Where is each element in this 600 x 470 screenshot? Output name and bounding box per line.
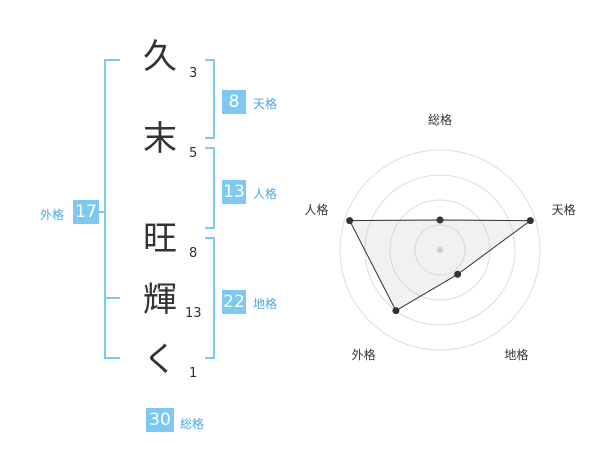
chikaku-value: 22 <box>222 290 246 314</box>
radar-axis-label: 外格 <box>352 347 376 362</box>
radar-ring-1 <box>414 224 466 276</box>
soukaku-label: 総格 <box>180 417 205 431</box>
radar-ring-4 <box>339 149 541 351</box>
stroke-count-2: 5 <box>189 146 198 161</box>
stroke-count-4: 13 <box>185 306 202 321</box>
radar-center <box>437 247 443 253</box>
radar-point-3 <box>392 307 400 315</box>
tenkaku-value: 8 <box>222 90 246 114</box>
stroke-count-1: 3 <box>189 66 198 81</box>
radar-point-0 <box>436 216 444 224</box>
stroke-count-5: 1 <box>189 366 198 381</box>
radar-axis-label: 総格 <box>428 112 452 127</box>
name-char-3: 旺 <box>143 219 177 259</box>
tenkaku-label: 天格 <box>253 97 278 111</box>
stroke-count-3: 8 <box>189 246 198 261</box>
name-char-1: 久 <box>143 37 177 77</box>
chikaku-label: 地格 <box>253 297 278 311</box>
tenkaku-bracket <box>205 59 215 139</box>
jinkaku-value: 13 <box>222 180 246 204</box>
radar-axis-label: 人格 <box>304 202 328 217</box>
radar-point-4 <box>346 217 354 225</box>
gaikaku-bracket <box>104 59 120 359</box>
name-char-5: く <box>143 340 177 380</box>
radar-axis-label: 天格 <box>552 202 576 217</box>
soukaku-value: 30 <box>146 408 174 432</box>
radar-point-1 <box>526 217 534 225</box>
gaikaku-label: 外格 <box>40 208 65 222</box>
chikaku-bracket <box>205 237 215 359</box>
radar-axis-label: 地格 <box>504 347 528 362</box>
gaikaku-value: 17 <box>73 200 99 224</box>
radar-point-2 <box>454 270 462 278</box>
jinkaku-label: 人格 <box>253 187 278 201</box>
jinkaku-bracket <box>205 147 215 229</box>
radar-polygon <box>348 219 532 312</box>
name-char-2: 末 <box>143 119 177 159</box>
name-char-4: 輝 <box>143 280 177 320</box>
